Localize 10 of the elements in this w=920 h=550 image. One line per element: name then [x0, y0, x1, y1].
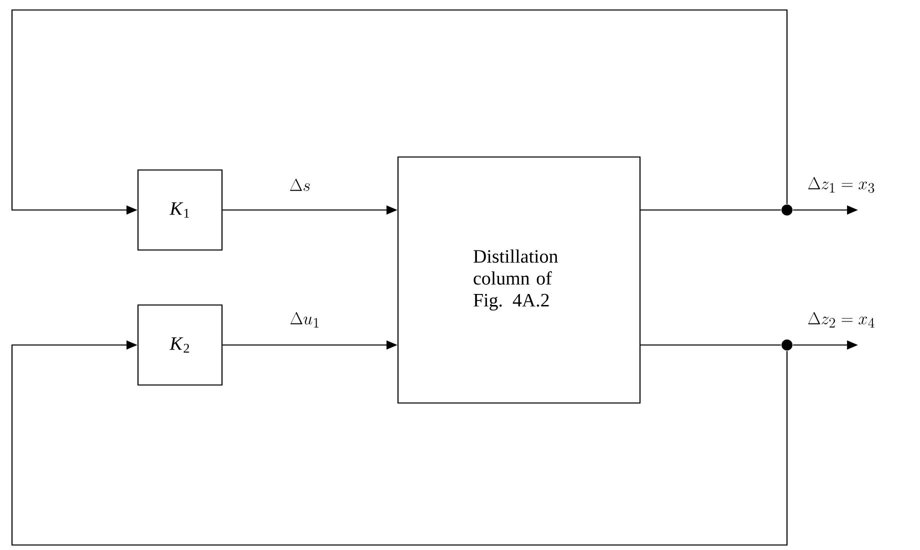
edge-label: $\Delta z_1 = x_3$	[806, 176, 876, 194]
arrow	[11, 340, 788, 546]
junction-dot	[782, 340, 792, 350]
gain-box: K$_{1}$	[137, 169, 223, 251]
process-box: Distillation column of Fig. 4A.2	[397, 156, 641, 404]
edge-label: $\Delta u_1$	[288, 311, 322, 329]
gain-box: K$_{2}$	[137, 304, 223, 386]
edge-label: $\Delta s$	[288, 178, 312, 192]
junction-dot	[782, 204, 792, 216]
edge-label: $\Delta z_2 = x_4$	[806, 311, 876, 329]
